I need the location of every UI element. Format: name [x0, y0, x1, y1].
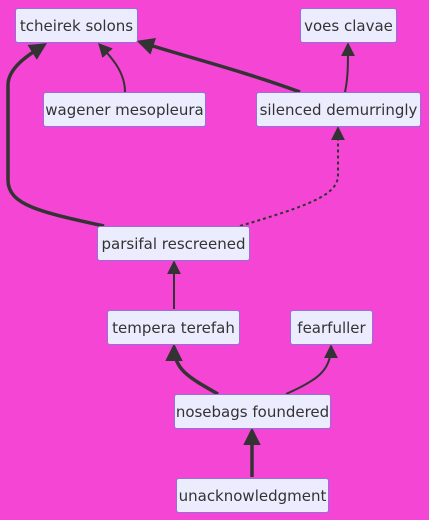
edge-silenced-tcheirek — [136, 38, 301, 94]
edge-nosebags-fearfuller — [285, 344, 338, 395]
node-unacknowledgment: unacknowledgment — [176, 478, 329, 513]
edge-silenced-voes — [340, 42, 355, 93]
node-parsifal-rescreened: parsifal rescreened — [97, 226, 250, 261]
node-nosebags-foundered: nosebags foundered — [174, 394, 331, 429]
node-fearfuller: fearfuller — [290, 310, 373, 345]
node-tcheirek-solons: tcheirek solons — [15, 8, 138, 43]
edge-nosebags-tempera — [165, 343, 219, 396]
node-tempera-terefah: tempera terefah — [107, 310, 240, 345]
node-wagener-mesopleura: wagener mesopleura — [43, 92, 206, 127]
edge-wagener-tcheirek — [98, 42, 126, 93]
node-silenced-demurringly: silenced demurringly — [256, 92, 421, 127]
edge-parsifal-tcheirek — [6, 43, 105, 228]
edge-parsifal-silenced — [239, 126, 345, 227]
node-voes-clavae: voes clavae — [300, 8, 397, 43]
